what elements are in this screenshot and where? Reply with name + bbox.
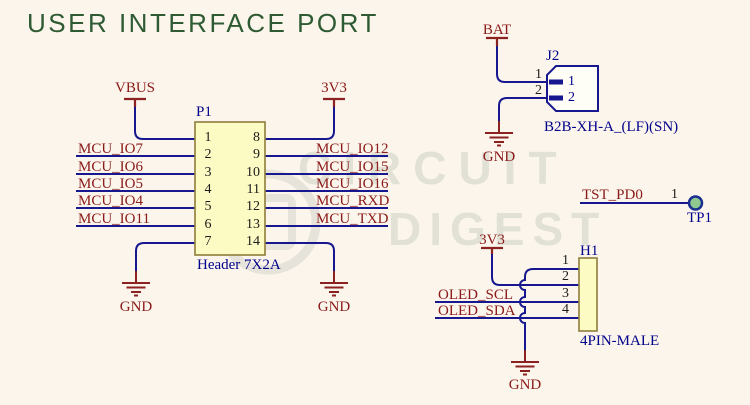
- net-label: OLED_SDA: [438, 303, 516, 319]
- net-label: MCU_IO7: [78, 141, 144, 157]
- j2-pin1-pad: [549, 79, 563, 85]
- h1-body: [578, 257, 598, 332]
- p1-part-name: Header 7X2A: [197, 257, 281, 273]
- testpoint-icon: [687, 195, 704, 211]
- tp1-component: [580, 195, 704, 211]
- j2-pin-number: 2: [535, 83, 542, 98]
- power-net-label-3v3: 3V3: [321, 80, 347, 96]
- p1-pin-number: 7: [204, 234, 212, 249]
- power-net-label-bat: BAT: [482, 22, 512, 38]
- p1-pin-number: 12: [246, 199, 260, 214]
- p1-pin-number: 8: [253, 130, 260, 145]
- tp1-pin-number: 1: [671, 187, 678, 202]
- net-label: MCU_IO11: [78, 211, 150, 227]
- net-label: MCU_RXD: [316, 193, 390, 209]
- 3v3-power-bar-icon: [323, 97, 345, 107]
- gnd-label: GND: [508, 377, 542, 393]
- net-label: MCU_IO12: [316, 141, 389, 157]
- net-label: MCU_IO15: [316, 159, 389, 175]
- h1-pin-number: 2: [562, 269, 569, 284]
- j2-pin-label: 1: [568, 74, 575, 89]
- net-label: MCU_IO6: [78, 159, 144, 175]
- p1-pin-number: 6: [204, 217, 212, 232]
- bat-power-bar-icon: [486, 36, 508, 46]
- h1-pin-number: 4: [562, 302, 569, 317]
- j2-pin-number: 1: [535, 67, 542, 82]
- 3v3-power-bar-icon: [481, 246, 503, 254]
- p1-pin-number: 11: [246, 182, 260, 197]
- watermark-text-circuit: CIRCUIT: [298, 142, 569, 194]
- p1-pin-number: 10: [246, 165, 260, 180]
- p1-component: [76, 97, 388, 297]
- gnd-label: GND: [482, 149, 516, 165]
- gnd-symbol-icon: [122, 271, 150, 297]
- net-label: MCU_IO5: [78, 176, 144, 192]
- tp1-refdes: TP1: [687, 210, 713, 226]
- p1-pin-number: 13: [246, 217, 260, 232]
- j2-part-name: B2B-XH-A_(LF)(SN): [544, 119, 679, 135]
- p1-wires: [76, 107, 388, 271]
- gnd-label: GND: [317, 299, 351, 315]
- watermark-text-digest: DIGEST: [388, 203, 608, 255]
- p1-pin-number: 9: [253, 147, 260, 162]
- page-title: USER INTERFACE PORT: [27, 8, 379, 38]
- net-label: MCU_TXD: [316, 211, 389, 227]
- net-label: TST_PD0: [582, 187, 643, 203]
- j2-pin2-pad: [549, 95, 563, 101]
- p1-body: [194, 121, 266, 256]
- j2-wires: [496, 46, 547, 121]
- power-net-label-vbus: VBUS: [114, 80, 155, 96]
- p1-pin-number: 4: [204, 182, 212, 197]
- p1-pin-number: 2: [204, 147, 212, 162]
- h1-refdes: H1: [580, 243, 599, 259]
- vbus-power-bar-icon: [124, 97, 146, 107]
- power-net-label-3v3: 3V3: [479, 232, 505, 248]
- j2-refdes: J2: [546, 48, 560, 64]
- h1-component: [435, 246, 598, 376]
- j2-component: [485, 36, 599, 147]
- net-label: MCU_IO4: [78, 193, 144, 209]
- h1-wires: [435, 254, 579, 350]
- gnd-label: GND: [119, 299, 153, 315]
- p1-pin-number: 14: [246, 234, 260, 249]
- net-label: OLED_SCL: [438, 287, 513, 303]
- j2-pin-label: 2: [568, 90, 575, 105]
- h1-pin-number: 3: [562, 286, 569, 301]
- p1-pin-number: 1: [204, 130, 212, 145]
- net-label: MCU_IO16: [316, 176, 389, 192]
- gnd-symbol-icon: [485, 121, 513, 147]
- h1-part-name: 4PIN-MALE: [580, 333, 660, 349]
- gnd-symbol-icon: [511, 350, 539, 376]
- p1-pin-number: 3: [204, 165, 212, 180]
- p1-refdes: P1: [196, 104, 212, 120]
- gnd-symbol-icon: [320, 271, 348, 297]
- p1-pin-number: 5: [204, 199, 212, 214]
- h1-pin-number: 1: [562, 253, 569, 268]
